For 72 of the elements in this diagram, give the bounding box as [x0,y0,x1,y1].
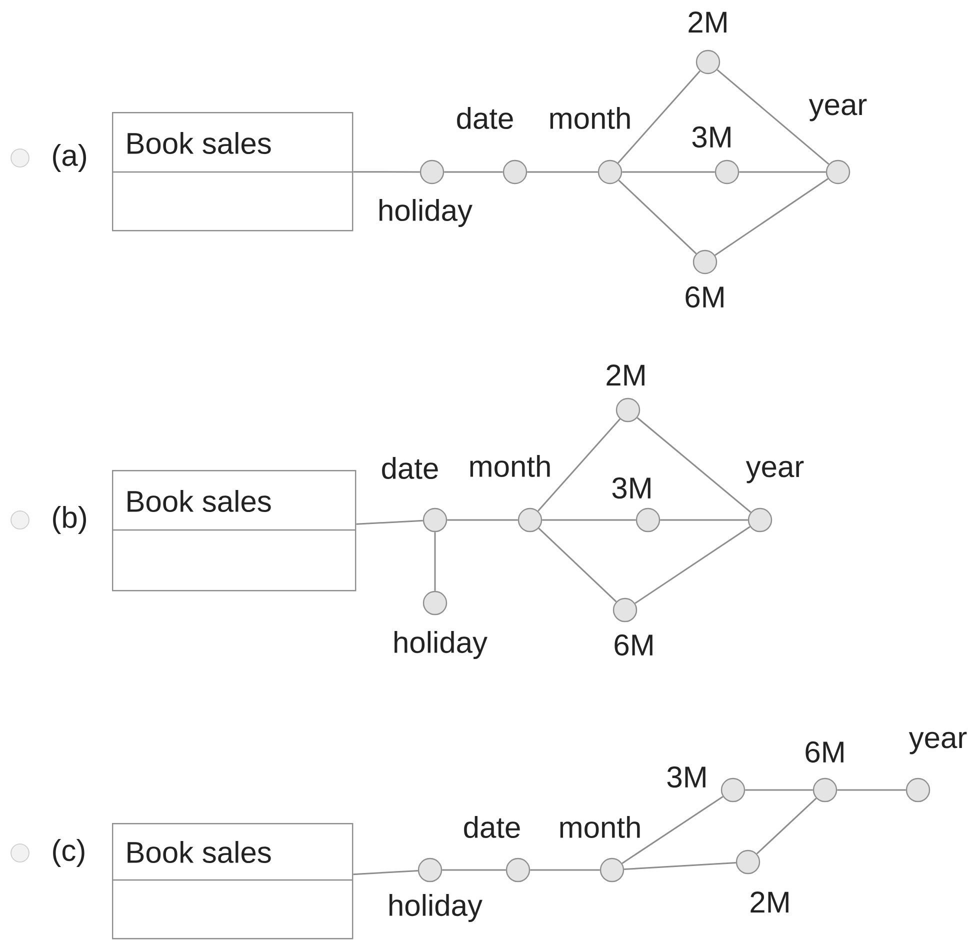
connector-line [447,519,518,521]
circle-node [502,160,528,184]
node-label: holiday [394,631,488,659]
connector-line [634,526,750,604]
connector-line [538,418,621,512]
connector-line [353,870,418,876]
circle-node [418,858,442,882]
node-label: 3M [667,766,706,788]
circle-node [692,250,718,274]
node-label: 6M [806,741,844,763]
node-label: 6M [614,634,652,656]
circle-node [420,160,444,184]
circle-node [748,508,772,532]
circle-node [636,508,660,532]
circle-node [826,160,850,184]
node-label: 3M [612,477,650,499]
connector-line [624,862,736,870]
node-label: 6M [686,286,724,308]
circle-node [696,50,720,74]
circle-node [906,778,930,802]
node-label: month [550,107,630,130]
connector-line [756,798,817,854]
node-label: date [457,107,513,130]
circle-node [518,508,542,532]
option-label: (c) [53,839,84,867]
connector-line [716,69,830,165]
node-label: 2M [688,12,726,32]
circle-node [714,160,740,184]
circle-node [422,508,448,532]
node-label: month [560,816,640,838]
connector-line [837,789,906,791]
table-box: Book sales [112,470,356,592]
connector-line [618,180,697,254]
connector-line [434,532,436,591]
circle-node [598,160,622,184]
node-label: holiday [380,199,472,227]
circle-node [506,858,530,882]
connector-line [542,519,636,521]
circle-node [616,398,640,422]
connector-line [739,171,826,173]
table-box: Book sales [112,112,354,232]
circle-node [812,778,838,802]
circle-node [736,850,760,874]
connector-line [356,520,423,525]
connector-line [530,869,600,871]
connector-line [714,178,828,256]
connector-line [636,417,752,513]
node-label: 2M [606,364,644,386]
connector-line [622,796,724,864]
connector-line [538,528,617,602]
node-label: year [808,98,867,122]
connector-line [442,869,506,871]
circle-node [600,858,624,882]
connector-line [353,171,420,173]
circle-node [720,778,746,802]
connector-line [527,171,598,173]
connector-line [444,171,503,173]
circle-node [422,590,448,616]
node-label: month [470,455,550,478]
connector-line [745,789,813,791]
circle-node [612,598,638,622]
connector-line [618,70,701,164]
node-label: 3M [692,126,730,148]
node-label: 2M [750,892,788,912]
node-label: holiday [390,894,482,922]
node-label: date [382,457,438,480]
node-label: year [908,732,967,754]
connector-line [660,519,748,521]
node-label: date [464,816,520,838]
table-box: Book sales [112,823,354,940]
connector-line [622,171,715,173]
node-label: year [746,460,804,484]
